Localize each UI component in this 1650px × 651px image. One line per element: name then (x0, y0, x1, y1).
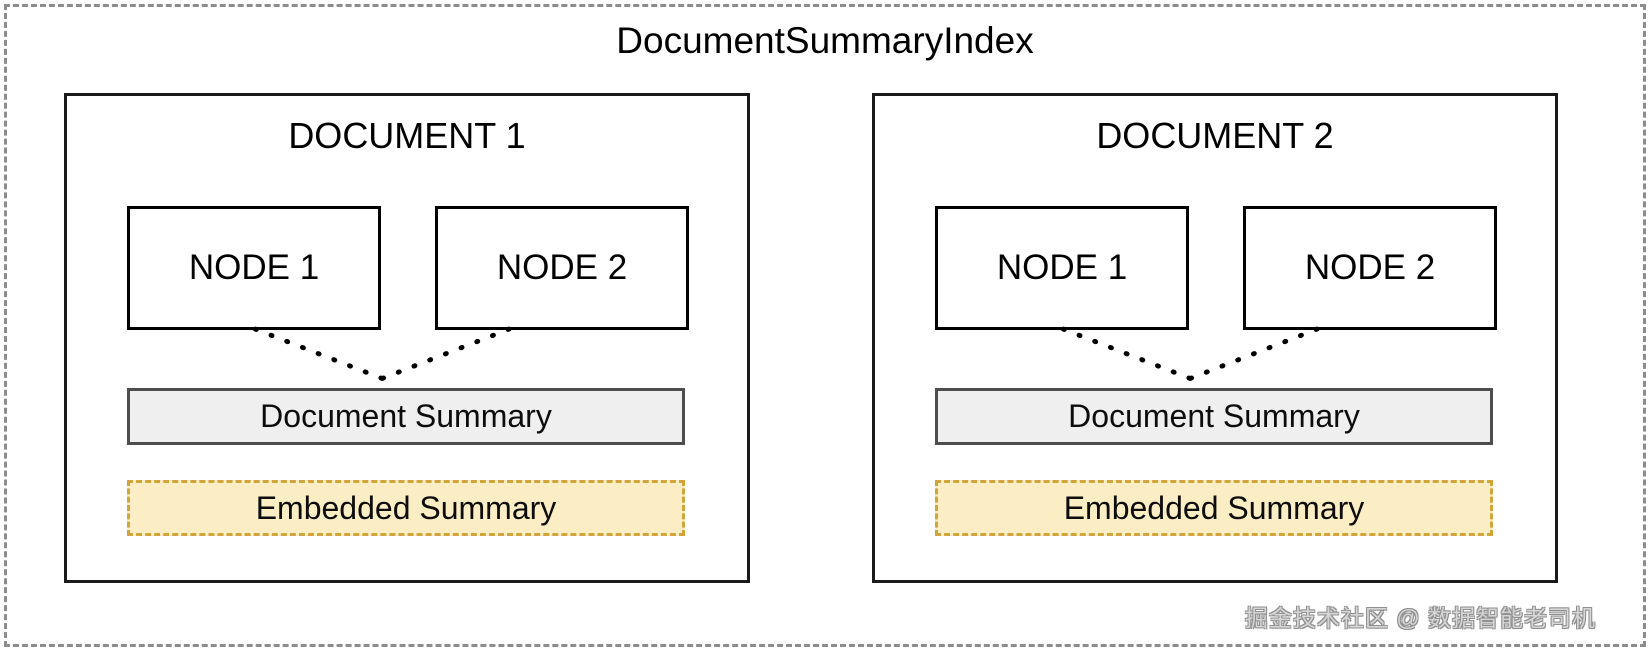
document-title-1: DOCUMENT 1 (288, 115, 526, 156)
watermark-text: 掘金技术社区 @ 数据智能老司机 (1244, 605, 1596, 631)
document-summary-label-2: Document Summary (1068, 398, 1360, 434)
node-box-2-1[interactable]: NODE 1 (935, 206, 1189, 330)
dotted-connector-left-2 (1060, 326, 1193, 381)
document-summary-box-2[interactable]: Document Summary (935, 388, 1493, 445)
document-container-1: DOCUMENT 1 NODE 1 NODE 2 Document Summar… (64, 93, 750, 583)
node-label-1-1: NODE 1 (188, 248, 320, 287)
dotted-connector-right-1 (379, 326, 512, 381)
document-container-2: DOCUMENT 2 NODE 1 NODE 2 Document Summar… (872, 93, 1558, 583)
node-box-1-2[interactable]: NODE 2 (435, 206, 689, 330)
document-summary-box-1[interactable]: Document Summary (127, 388, 685, 445)
dotted-connector-right-2 (1187, 326, 1320, 381)
embedded-summary-label-1: Embedded Summary (255, 489, 557, 526)
node-box-2-2[interactable]: NODE 2 (1243, 206, 1497, 330)
embedded-summary-label-2: Embedded Summary (1063, 489, 1365, 526)
embedded-summary-box-1[interactable]: Embedded Summary (127, 480, 685, 536)
node-label-2-1: NODE 1 (996, 248, 1128, 287)
embedded-summary-box-2[interactable]: Embedded Summary (935, 480, 1493, 536)
node-box-1-1[interactable]: NODE 1 (127, 206, 381, 330)
document-summary-label-1: Document Summary (260, 398, 552, 434)
node-label-2-2: NODE 2 (1304, 248, 1436, 287)
document-title-2: DOCUMENT 2 (1096, 115, 1334, 156)
dotted-connector-left-1 (252, 326, 385, 381)
node-label-1-2: NODE 2 (496, 248, 628, 287)
page-title: DocumentSummaryIndex (616, 20, 1034, 61)
